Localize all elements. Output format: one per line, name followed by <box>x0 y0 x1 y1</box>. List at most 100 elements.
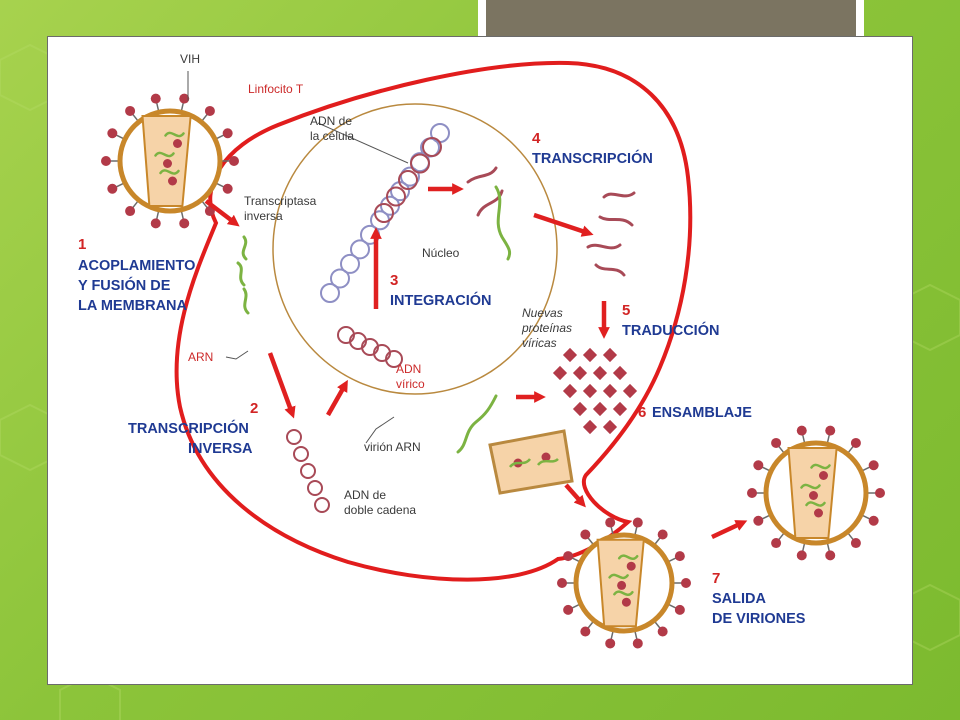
step-7-title-line-1: SALIDA <box>712 591 767 607</box>
step-2-title-line-1: TRANSCRIPCIÓN <box>128 419 249 437</box>
viral-protein <box>602 383 618 399</box>
arrow-step-2a <box>267 352 296 419</box>
viral-dna-helix <box>337 326 403 368</box>
viral-protein <box>582 383 598 399</box>
spike-knob <box>771 538 782 549</box>
spike-knob <box>657 626 668 637</box>
viral-protein <box>602 419 618 435</box>
step-3-title: INTEGRACIÓN <box>390 291 492 309</box>
step-4-title: TRANSCRIPCIÓN <box>532 149 653 167</box>
assembling-capsid <box>488 429 574 495</box>
viral-protein <box>612 401 628 417</box>
spike-knob <box>681 578 691 588</box>
label-virion-arn: virión ARN <box>364 440 421 454</box>
spike-knob <box>632 638 643 649</box>
viral-protein <box>612 365 628 381</box>
leader-lines <box>187 71 409 444</box>
spike-knob <box>107 183 118 194</box>
step-6-title: ENSAMBLAJE <box>652 405 752 421</box>
spike-knob <box>605 517 616 528</box>
arrow-release <box>711 520 748 540</box>
hiv-virion-released <box>747 425 885 561</box>
label-adn-celula-2: la célula <box>310 129 354 143</box>
label-adn-virico-1: ADN <box>396 362 421 376</box>
spike-knob <box>796 550 807 561</box>
arrow-step-2b <box>326 379 348 417</box>
viral-protein <box>582 347 598 363</box>
step-4-number: 4 <box>532 130 541 147</box>
viral-protein <box>552 365 568 381</box>
spike-knob <box>796 425 807 436</box>
step-1-number: 1 <box>78 236 86 253</box>
spike-knob <box>580 529 591 540</box>
spike-knob <box>605 638 616 649</box>
viral-protein <box>562 347 578 363</box>
spike-knob <box>753 515 764 526</box>
spike-knob <box>204 105 215 116</box>
viral-protein <box>592 365 608 381</box>
viral-protein <box>572 365 588 381</box>
spike-knob <box>150 93 161 104</box>
spike-knob <box>825 425 836 436</box>
label-transcriptasa-2: inversa <box>244 209 283 223</box>
label-linfocito: Linfocito T <box>248 82 304 96</box>
label-adn-doble-2: doble cadena <box>344 503 416 517</box>
spike-knob <box>771 437 782 448</box>
nucleus <box>272 103 558 395</box>
spike-knob <box>107 128 118 139</box>
double-strand-dna-helix <box>286 429 330 513</box>
arrow-step-1 <box>204 199 240 227</box>
step-7-title-line-2: DE VIRIONES <box>712 611 806 627</box>
spike-knob <box>222 183 233 194</box>
spike-knob <box>222 128 233 139</box>
label-nuevas-2: proteínas <box>521 321 572 335</box>
spike-knob <box>632 517 643 528</box>
viral-protein <box>622 383 638 399</box>
spike-knob <box>557 578 567 588</box>
spike-knob <box>825 550 836 561</box>
cell-membrane <box>174 60 693 582</box>
spike-knob <box>580 626 591 637</box>
step-1-title-line-2: Y FUSIÓN DE <box>78 276 171 294</box>
viral-protein <box>592 401 608 417</box>
viral-protein <box>572 401 588 417</box>
viral-rna-strands <box>236 166 636 454</box>
label-transcriptasa-1: Transcriptasa <box>244 194 317 208</box>
spike-knob <box>657 529 668 540</box>
spike-knob <box>868 515 879 526</box>
spike-knob <box>150 218 161 229</box>
cell-dna-helix <box>320 123 450 303</box>
spike-knob <box>674 604 685 615</box>
step-1-title-line-3: LA MEMBRANA <box>78 298 188 314</box>
new-viral-proteins <box>552 347 638 435</box>
viral-protein <box>602 347 618 363</box>
label-nuevas-3: víricas <box>522 336 557 350</box>
spike-knob <box>125 206 136 217</box>
spike-knob <box>747 488 757 498</box>
spike-knob <box>229 156 239 166</box>
hiv-life-cycle-diagram: VIH Linfocito T ADN de la célula Transcr… <box>78 52 885 649</box>
label-adn-doble-1: ADN de <box>344 488 386 502</box>
step-2-number: 2 <box>250 400 258 417</box>
spike-knob <box>875 488 885 498</box>
spike-knob <box>674 551 685 562</box>
label-nucleo: Núcleo <box>422 246 460 260</box>
spike-knob <box>753 460 764 471</box>
step-6-number: 6 <box>638 404 646 421</box>
process-arrows <box>204 183 748 540</box>
hiv-virion-budding <box>557 517 691 649</box>
hiv-virion-attaching <box>101 93 239 229</box>
spike-knob <box>850 437 861 448</box>
step-2-title-line-2: INVERSA <box>188 441 253 457</box>
step-7-number: 7 <box>712 570 720 587</box>
spike-knob <box>125 105 136 116</box>
spike-knob <box>868 460 879 471</box>
step-3-number: 3 <box>390 272 398 289</box>
label-nuevas-1: Nuevas <box>522 306 563 320</box>
viral-protein <box>562 383 578 399</box>
title-placeholder <box>486 0 856 40</box>
spike-knob <box>101 156 111 166</box>
viral-protein <box>582 419 598 435</box>
arrow-to-cytoplasm <box>533 212 594 237</box>
label-vih: VIH <box>180 52 200 66</box>
